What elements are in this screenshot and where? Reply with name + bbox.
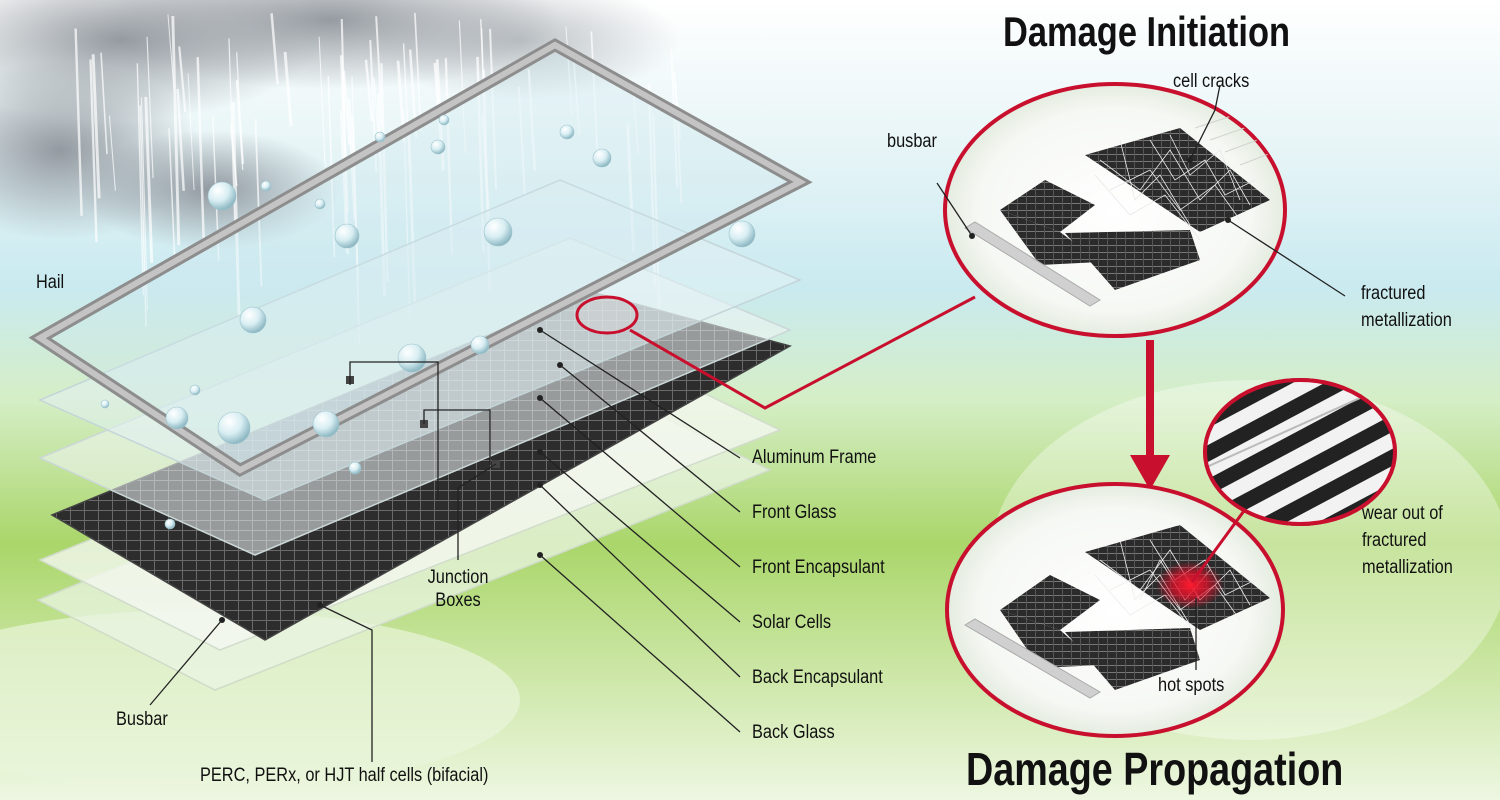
aluminum-frame-label: Aluminum Frame (752, 447, 877, 468)
cell-cracks-label: cell cracks (1173, 71, 1250, 92)
rain-streak (139, 105, 147, 327)
back-glass-label: Back Glass (752, 722, 835, 743)
rain-streak (187, 73, 195, 191)
hail-label: Hail (36, 272, 65, 293)
rain-streak (229, 124, 238, 187)
fractured-line2: metallization (1361, 310, 1452, 331)
rain-streak (235, 80, 245, 165)
back-encapsulant-label: Back Encapsulant (752, 667, 883, 688)
rain-streak (590, 31, 599, 154)
hailstone (348, 461, 362, 475)
rain-streak (342, 70, 352, 146)
rain-streak (270, 13, 279, 85)
rain-streak (402, 43, 411, 166)
hailstone (260, 180, 272, 192)
rain-streak (254, 118, 263, 287)
rain-streak (351, 76, 359, 299)
rain-streak (565, 26, 573, 117)
busbar-label: Busbar (116, 709, 168, 730)
hailstone (312, 410, 340, 438)
rain-streak (108, 115, 116, 191)
fractured-metallization-label: fractured metallization (1361, 282, 1467, 332)
wear-out-label: wear out of fractured metallization (1362, 502, 1468, 579)
rain-streak (178, 46, 187, 112)
hailstone (728, 220, 756, 248)
hailstone (559, 124, 575, 140)
rain-streak (674, 83, 683, 204)
hailstone (470, 335, 490, 355)
rain-streak (196, 57, 205, 241)
damage-propagation-title: Damage Propagation (966, 743, 1344, 795)
rain-streak (231, 101, 241, 317)
hailstone (592, 148, 612, 168)
rain-streak (380, 63, 389, 283)
rain-streak (364, 59, 374, 122)
rain-streak (100, 52, 108, 155)
front-encapsulant-label: Front Encapsulant (752, 557, 885, 578)
rain-streak (572, 59, 581, 136)
wear-line2: fractured (1362, 530, 1427, 551)
damage-initiation-title: Damage Initiation (1003, 8, 1291, 55)
rain-streak (171, 15, 181, 246)
rain-streak (375, 16, 384, 127)
half-cells-label: PERC, PERx, or HJT half cells (bifacial) (200, 765, 489, 786)
solar-cells-label: Solar Cells (752, 612, 832, 633)
hot-spots-label: hot spots (1158, 675, 1225, 696)
rain-streak (136, 63, 144, 296)
hailstone (189, 384, 201, 396)
rain-streak (489, 28, 498, 190)
hailstone (483, 217, 513, 247)
wear-line1: wear out of (1362, 503, 1443, 524)
rain-streak (458, 20, 466, 153)
rain-streak (283, 51, 293, 127)
fractured-line1: fractured (1361, 283, 1426, 304)
hailstone (217, 411, 251, 445)
rain-streak (146, 36, 154, 178)
hailstone (374, 131, 386, 143)
rain-streak (444, 58, 454, 255)
hailstone (314, 198, 326, 210)
wear-line3: metallization (1362, 557, 1453, 578)
hailstone (164, 518, 176, 530)
rain-streak (144, 96, 154, 263)
rain-streak (340, 19, 349, 255)
hailstone (397, 343, 427, 373)
front-glass-label: Front Glass (752, 502, 837, 523)
hailstone (239, 306, 267, 334)
hailstone (430, 139, 446, 155)
hailstone (334, 223, 360, 249)
hailstone (438, 114, 450, 126)
junction-boxes-line2: Boxes (435, 590, 481, 611)
rain-streak (433, 62, 443, 140)
rain-streak (168, 128, 176, 269)
rain-streak (527, 68, 536, 171)
rain-streak (481, 28, 489, 211)
initiation-busbar-label: busbar (887, 131, 937, 152)
rain-streak (414, 12, 422, 132)
junction-boxes-line1: Junction (427, 567, 489, 588)
rain-streak (91, 54, 101, 199)
rain-streak (167, 14, 175, 90)
rain-streak (518, 86, 526, 195)
rain-streak (89, 59, 98, 243)
junction-boxes-label: Junction Boxes (420, 566, 496, 612)
hailstone (207, 181, 237, 211)
rain-streak (74, 28, 83, 216)
rain-streak (176, 88, 185, 191)
rain-streak (318, 36, 326, 168)
hailstone (100, 399, 110, 409)
hailstone (165, 406, 189, 430)
